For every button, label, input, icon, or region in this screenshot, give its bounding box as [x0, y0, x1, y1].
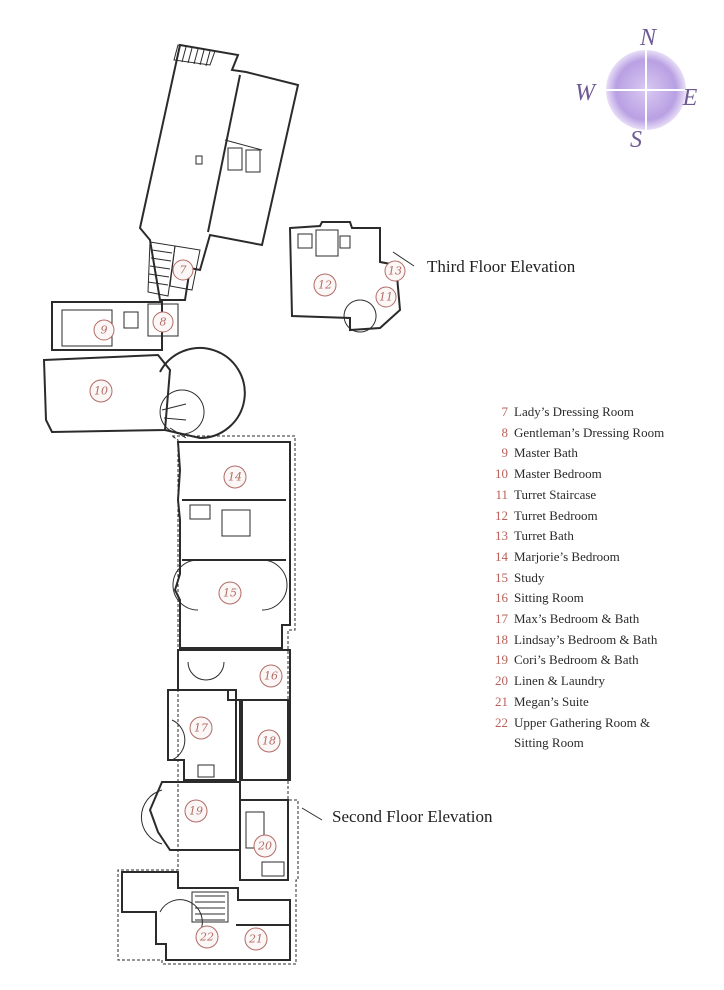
legend-label: Study — [514, 569, 545, 585]
legend-number — [480, 733, 508, 754]
room-marker-19: 19 — [184, 799, 208, 823]
legend-number: 18 — [495, 631, 508, 647]
north-wing — [138, 43, 300, 301]
legend-label: Megan’s Suite — [514, 693, 589, 709]
svg-text:15: 15 — [223, 587, 237, 600]
legend-item: 13 Turret Bath — [480, 526, 710, 547]
room-marker-14: 14 — [223, 465, 247, 489]
svg-text:19: 19 — [189, 805, 203, 818]
legend-number: 19 — [495, 652, 508, 668]
legend-label: Sitting Room — [514, 735, 584, 751]
legend-label: Sitting Room — [514, 590, 584, 606]
room-marker-12: 12 — [313, 273, 337, 297]
compass-east: E — [682, 85, 698, 111]
second-floor-plan — [117, 435, 323, 965]
svg-text:12: 12 — [318, 279, 332, 292]
legend-item: 20 Linen & Laundry — [480, 671, 710, 692]
legend-number: 9 — [501, 445, 509, 461]
legend-number: 12 — [495, 507, 508, 523]
legend-number: 14 — [495, 548, 508, 564]
legend-label: Lady’s Dressing Room — [514, 404, 634, 419]
legend-number: 15 — [495, 569, 508, 585]
legend-label: Turret Bath — [514, 528, 574, 544]
svg-text:13: 13 — [388, 265, 402, 278]
legend-item: Sitting Room — [480, 733, 710, 754]
room-marker-8: 8 — [152, 311, 174, 333]
svg-text:7: 7 — [180, 264, 187, 277]
compass-rose: N S E W — [575, 25, 700, 153]
legend-number: 17 — [495, 611, 508, 627]
legend-number: 7 — [501, 404, 509, 419]
legend-item: 10 Master Bedroom — [480, 464, 710, 485]
compass-north: N — [639, 25, 658, 51]
legend-number: 8 — [501, 424, 509, 440]
room-marker-20: 20 — [253, 834, 277, 858]
room-marker-13: 13 — [384, 260, 406, 282]
legend-number: 20 — [495, 673, 508, 689]
second-floor-elevation-label: Second Floor Elevation — [332, 807, 493, 826]
legend-label: Lindsay’s Bedroom & Bath — [514, 631, 658, 647]
legend-number: 10 — [495, 466, 508, 482]
svg-text:21: 21 — [248, 933, 263, 946]
legend-item: 19 Cori’s Bedroom & Bath — [480, 650, 710, 671]
legend-label: Max’s Bedroom & Bath — [514, 611, 640, 627]
svg-text:14: 14 — [228, 471, 242, 484]
svg-text:9: 9 — [101, 324, 108, 337]
room-marker-7: 7 — [172, 259, 194, 281]
svg-text:8: 8 — [160, 316, 167, 329]
room-legend: 7 Lady’s Dressing Room 8 Gentleman’s Dressi… — [480, 402, 710, 754]
legend-item: 12 Turret Bedroom — [480, 506, 710, 527]
legend-number: 13 — [495, 528, 508, 544]
legend-item: 16 Sitting Room — [480, 588, 710, 609]
legend-item: 7 Lady’s Dressing Room — [480, 402, 710, 423]
svg-text:16: 16 — [264, 670, 278, 683]
legend-item: 8 Gentleman’s Dressing Room — [480, 423, 710, 444]
legend-number: 11 — [495, 486, 508, 502]
legend-label: Turret Bedroom — [514, 507, 598, 523]
svg-text:18: 18 — [262, 735, 276, 748]
legend-label: Turret Staircase — [514, 486, 597, 502]
legend-number: 16 — [495, 590, 508, 606]
legend-item: 21 Megan’s Suite — [480, 692, 710, 713]
legend-number: 22 — [495, 714, 508, 730]
svg-text:22: 22 — [199, 931, 214, 944]
legend-label: Master Bedroom — [514, 466, 602, 482]
room-marker-15: 15 — [218, 581, 242, 605]
legend-number: 21 — [495, 693, 508, 709]
svg-text:11: 11 — [379, 291, 393, 304]
legend-label: Linen & Laundry — [514, 673, 605, 689]
room-marker-18: 18 — [257, 729, 281, 753]
legend-item: 14 Marjorie’s Bedroom — [480, 547, 710, 568]
third-floor-elevation-label: Third Floor Elevation — [427, 257, 576, 276]
legend-label: Master Bath — [514, 445, 578, 461]
svg-text:10: 10 — [94, 385, 108, 398]
legend-item: 18 Lindsay’s Bedroom & Bath — [480, 630, 710, 651]
svg-text:17: 17 — [194, 722, 208, 735]
legend-item: 15 Study — [480, 568, 710, 589]
legend-label: Marjorie’s Bedroom — [514, 548, 620, 564]
legend-label: Gentleman’s Dressing Room — [514, 424, 665, 440]
legend-label: Cori’s Bedroom & Bath — [514, 652, 639, 668]
legend-item: 17 Max’s Bedroom & Bath — [480, 609, 710, 630]
room-markers: 7 8 9 10 11 12 13 14 15 16 17 18 19 20 2… — [89, 259, 406, 951]
room-marker-22: 22 — [195, 925, 219, 949]
legend-item: 9 Master Bath — [480, 443, 710, 464]
room-marker-9: 9 — [93, 319, 115, 341]
room-marker-16: 16 — [259, 664, 283, 688]
compass-west: W — [575, 80, 597, 106]
svg-text:20: 20 — [257, 840, 272, 853]
master-suite — [42, 301, 246, 440]
legend-item: 11 Turret Staircase — [480, 485, 710, 506]
room-marker-11: 11 — [375, 286, 397, 308]
legend-item: 22 Upper Gathering Room & — [480, 713, 710, 734]
room-marker-17: 17 — [189, 716, 213, 740]
room-marker-21: 21 — [244, 927, 268, 951]
legend-label: Upper Gathering Room & — [514, 714, 651, 730]
room-marker-10: 10 — [89, 379, 113, 403]
compass-south: S — [630, 127, 642, 153]
